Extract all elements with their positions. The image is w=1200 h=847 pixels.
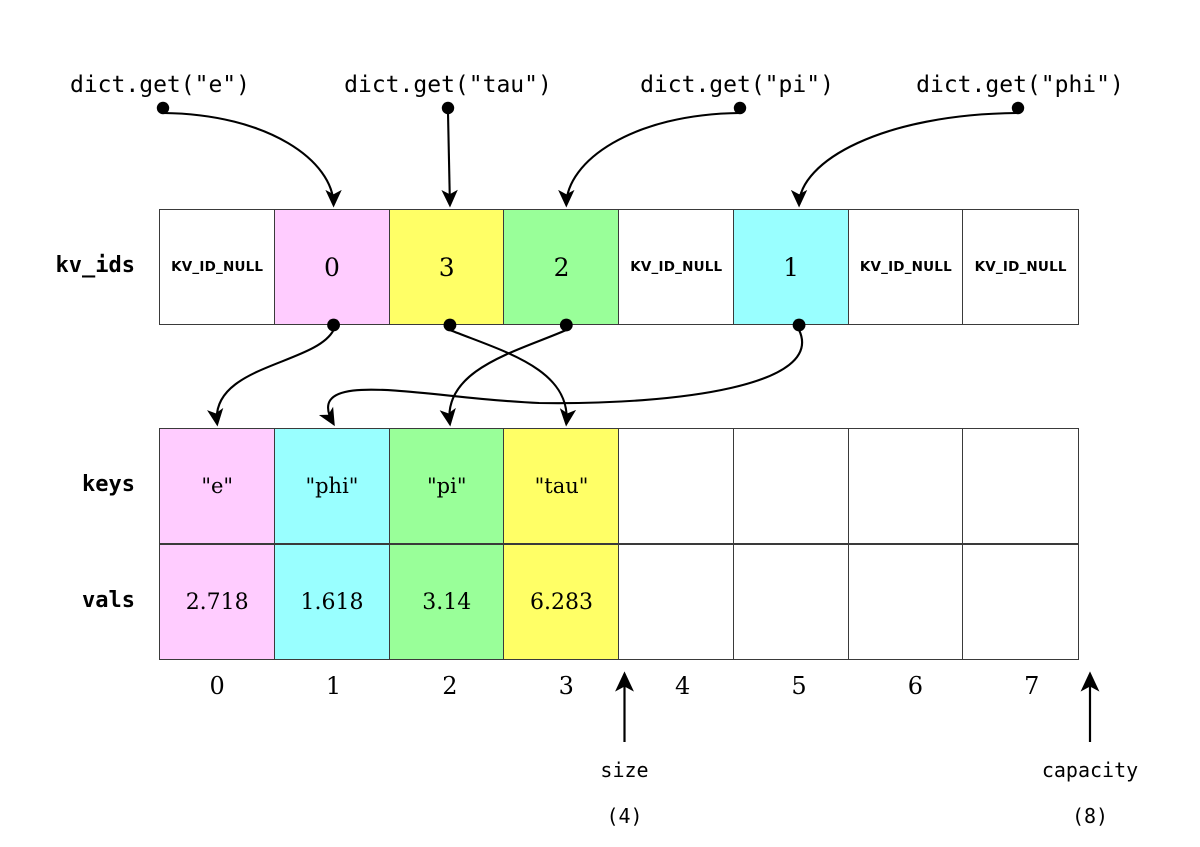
kv-ids-value-0: KV_ID_NULL (171, 259, 264, 275)
size-marker-name: size (600, 758, 649, 782)
keys-table: "e" "phi" "pi" "tau" (159, 428, 1090, 544)
call-label-e: dict.get("e") (69, 72, 250, 98)
keys-cell-5 (732, 428, 850, 544)
vals-cell-2: 3.14 (388, 544, 505, 660)
keys-value-3: "tau" (534, 474, 589, 498)
vals-cell-0: 2.718 (159, 544, 276, 660)
keys-cell-0: "e" (159, 428, 276, 544)
index-tick-6: 6 (907, 672, 924, 700)
kv-ids-cell-1: 0 (273, 209, 391, 325)
vals-value-1: 1.618 (300, 589, 364, 615)
kv-ids-value-2: 3 (438, 252, 455, 282)
kv-ids-value-3: 2 (553, 252, 570, 282)
row-label-kv-ids: kv_ids (55, 253, 135, 278)
keys-cell-4 (618, 428, 735, 544)
capacity-marker-label: capacity (8) (970, 758, 1200, 828)
kv-ids-cell-4: KV_ID_NULL (618, 209, 735, 325)
call-label-phi: dict.get("phi") (916, 72, 1124, 98)
kv-ids-cell-0: KV_ID_NULL (159, 209, 276, 325)
keys-cell-2: "pi" (388, 428, 505, 544)
call-label-tau: dict.get("tau") (344, 72, 552, 98)
index-tick-0: 0 (209, 672, 225, 700)
kv-ids-value-5: 1 (783, 252, 800, 282)
kv-ids-value-6: KV_ID_NULL (859, 259, 952, 275)
capacity-marker-name: capacity (1041, 758, 1139, 782)
vals-value-3: 6.283 (530, 589, 594, 615)
kv-ids-table: KV_ID_NULL 0 3 2 KV_ID_NULL 1 KV_ID_NULL KV_ID_… (159, 209, 1090, 325)
call-label-pi: dict.get("pi") (640, 72, 834, 98)
index-tick-4: 4 (675, 672, 691, 700)
keys-cell-7 (962, 428, 1079, 544)
kv-ids-cell-5: 1 (732, 209, 850, 325)
kv-ids-cell-6: KV_ID_NULL (847, 209, 965, 325)
vals-value-2: 3.14 (422, 589, 472, 615)
index-tick-1: 1 (325, 672, 342, 700)
index-tick-3: 3 (558, 672, 574, 700)
vals-cell-1: 1.618 (273, 544, 391, 660)
vals-table: 2.718 1.618 3.14 6.283 (159, 544, 1090, 660)
index-tick-7: 7 (1024, 672, 1040, 700)
row-label-keys: keys (82, 472, 135, 497)
kv-ids-cell-7: KV_ID_NULL (962, 209, 1079, 325)
row-label-vals: vals (82, 588, 135, 613)
kv-ids-cell-3: 2 (503, 209, 620, 325)
vals-cell-4 (618, 544, 735, 660)
kv-ids-value-1: 0 (324, 252, 340, 282)
vals-value-0: 2.718 (185, 589, 249, 615)
keys-cell-3: "tau" (503, 428, 620, 544)
size-marker-amount: (4) (606, 804, 643, 828)
vals-cell-6 (847, 544, 965, 660)
vals-cell-7 (962, 544, 1079, 660)
keys-value-1: "phi" (305, 474, 359, 498)
vals-cell-5 (732, 544, 850, 660)
size-marker-label: size (4) (505, 758, 745, 828)
kv-ids-value-7: KV_ID_NULL (974, 259, 1067, 275)
keys-value-0: "e" (201, 474, 234, 498)
keys-cell-1: "phi" (273, 428, 391, 544)
kv-ids-cell-2: 3 (388, 209, 505, 325)
keys-cell-6 (847, 428, 965, 544)
kv-ids-value-4: KV_ID_NULL (630, 259, 723, 275)
index-tick-2: 2 (442, 672, 458, 700)
index-tick-5: 5 (791, 672, 807, 700)
capacity-marker-amount: (8) (1071, 804, 1109, 828)
vals-cell-3: 6.283 (503, 544, 620, 660)
keys-value-2: "pi" (427, 474, 467, 498)
